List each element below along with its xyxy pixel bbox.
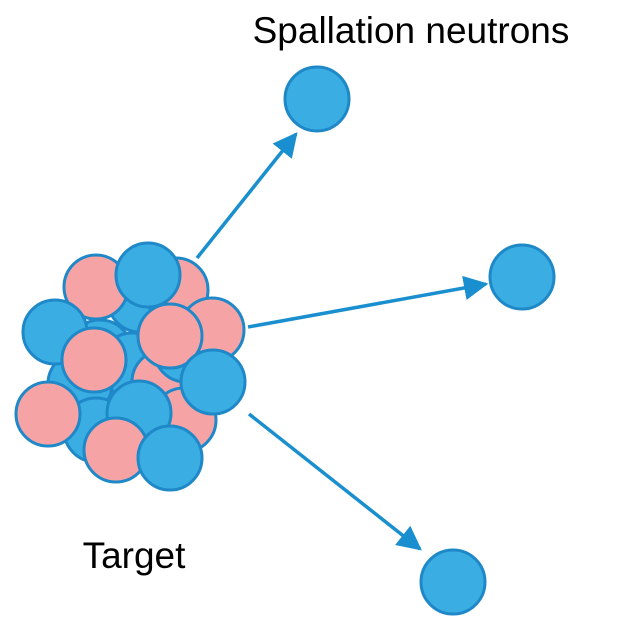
neutron-bottom: [419, 548, 487, 616]
arrow-to-top-neutron: [195, 132, 298, 260]
neutron-right: [488, 243, 556, 311]
nucleon-proton: [14, 380, 82, 448]
target-nucleus: [14, 241, 247, 492]
arrow-to-right-neutron: [247, 275, 489, 329]
nucleon-proton: [136, 302, 204, 370]
nucleon-proton: [60, 326, 128, 394]
neutron-top: [283, 65, 351, 133]
nucleon-neutron: [179, 348, 247, 416]
nucleon-neutron: [136, 424, 204, 492]
spallation-neutrons-label: Spallation neutrons: [253, 10, 570, 51]
target-label: Target: [83, 535, 187, 576]
nucleon-neutron: [114, 241, 182, 309]
arrow-to-bottom-neutron: [247, 412, 422, 551]
